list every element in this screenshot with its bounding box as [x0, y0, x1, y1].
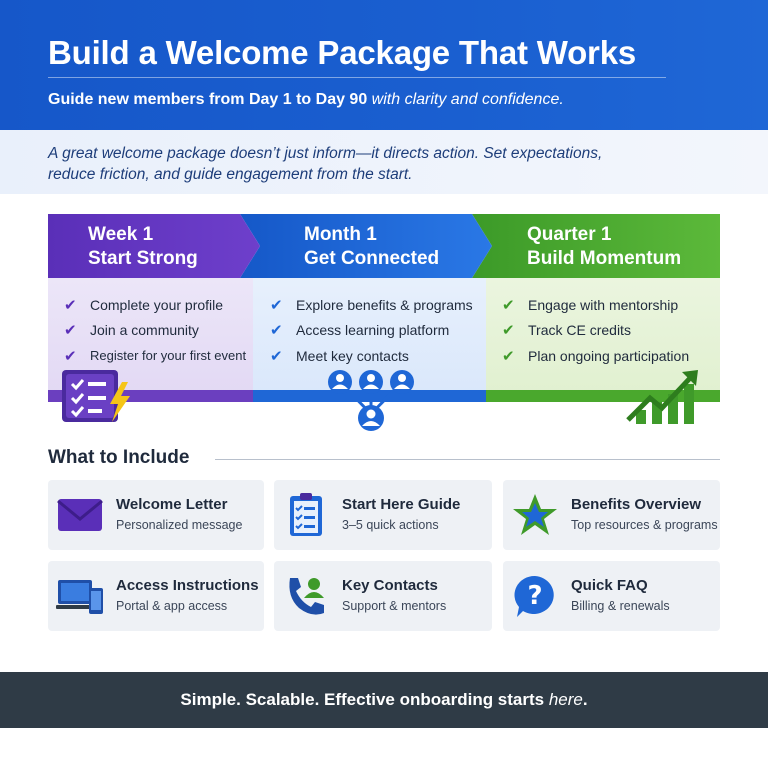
phase-title: Start Strong: [88, 248, 198, 269]
devices-icon: [56, 580, 103, 614]
check-icon: ✔: [64, 322, 77, 340]
subtitle-part-a: Guide new members from Day 1: [48, 91, 292, 108]
list-item-label: Access learning platform: [296, 322, 450, 339]
card-start-here-guide: Start Here Guide 3–5 quick actions: [274, 480, 492, 550]
network-people-icon: [328, 370, 414, 431]
check-icon: ✔: [64, 296, 77, 314]
intro-band: A great welcome package doesn’t just inf…: [0, 130, 768, 194]
card-title: Access Instructions: [116, 577, 259, 594]
check-icon: ✔: [270, 347, 283, 365]
phase-title: Get Connected: [304, 248, 440, 269]
footer-text-end: .: [582, 690, 588, 709]
checklist-week1: ✔ Complete your profile ✔ Join a community…: [64, 292, 246, 369]
phase-panel-quarter1: [486, 278, 720, 402]
section-heading: What to Include: [48, 447, 190, 468]
page-title: Build a Welcome Package That Works: [48, 34, 637, 71]
phase-bar-quarter1: [486, 390, 720, 402]
card-key-contacts: Key Contacts Support & mentors: [274, 561, 492, 631]
list-item-label: Explore benefits & programs: [296, 296, 473, 313]
list-item-label: Engage with mentorship: [528, 296, 679, 313]
footer-tagline: Simple. Scalable. Effective onboarding s…: [0, 690, 768, 710]
list-item: ✔ Complete your profile: [64, 292, 246, 318]
envelope-icon: [57, 499, 103, 531]
check-icon: ✔: [502, 296, 515, 314]
list-item: ✔ Explore benefits & programs: [270, 292, 473, 318]
phase-heading-week1: Week 1 Start Strong: [88, 223, 198, 271]
card-title: Quick FAQ: [571, 577, 648, 594]
card-title: Key Contacts: [342, 577, 438, 594]
subtitle-part-b: to Day 90: [291, 91, 368, 108]
card-title: Welcome Letter: [116, 496, 228, 513]
phase-heading-month1: Month 1 Get Connected: [304, 223, 439, 271]
phase-banner-quarter1: [472, 214, 720, 278]
card-access-instructions: Access Instructions Portal & app access: [48, 561, 264, 631]
list-item-label: Plan ongoing participation: [528, 347, 690, 364]
card-subtitle: Portal & app access: [116, 599, 228, 613]
card-subtitle: Personalized message: [116, 518, 243, 532]
star-icon: [513, 494, 557, 535]
check-icon: ✔: [502, 347, 515, 365]
card-title: Benefits Overview: [571, 496, 702, 513]
footer-banner: Simple. Scalable. Effective onboarding s…: [0, 672, 768, 728]
list-item: ✔ Register for your first event: [64, 343, 246, 369]
header-divider: [48, 77, 666, 78]
list-item: ✔ Access learning platform: [270, 318, 473, 344]
phase-label: Month 1: [304, 224, 377, 245]
phone-contact-icon: [289, 578, 324, 615]
check-icon: ✔: [502, 322, 515, 340]
check-icon: ✔: [270, 322, 283, 340]
phase-heading-quarter1: Quarter 1 Build Momentum: [527, 223, 681, 271]
card-welcome-letter: Welcome Letter Personalized message: [48, 480, 264, 550]
footer-text-emphasis: here: [548, 690, 583, 709]
card-subtitle: Top resources & programs: [571, 518, 718, 532]
card-subtitle: 3–5 quick actions: [342, 518, 439, 532]
list-item-label: Join a community: [90, 322, 199, 339]
checklist-lightning-icon: [62, 370, 130, 422]
page-subtitle: Guide new members from Day 1 to Day 90 w…: [48, 91, 564, 109]
footer-text-main: Simple. Scalable. Effective onboarding s…: [180, 690, 549, 709]
list-item-label: Meet key contacts: [296, 347, 409, 364]
clipboard-icon: [290, 493, 322, 536]
phase-label: Week 1: [88, 224, 154, 245]
subtitle-part-c: with clarity and confidence.: [367, 91, 564, 108]
list-item-label: Register for your first event: [90, 348, 247, 364]
checklist-month1: ✔ Explore benefits & programs ✔ Access lea…: [270, 292, 473, 369]
list-item: ✔ Meet key contacts: [270, 343, 473, 369]
phase-banner-week1: [48, 214, 260, 278]
list-item-label: Track CE credits: [528, 322, 631, 339]
phase-label: Quarter 1: [527, 224, 612, 245]
phase-title: Build Momentum: [527, 248, 682, 269]
list-item: ✔ Engage with mentorship: [502, 292, 689, 318]
card-subtitle: Billing & renewals: [571, 599, 670, 613]
intro-text: A great welcome package doesn’t just inf…: [48, 145, 603, 183]
card-title: Start Here Guide: [342, 496, 461, 513]
header-banner: Build a Welcome Package That Works Guide…: [0, 0, 768, 130]
card-benefits-overview: Benefits Overview Top resources & progra…: [503, 480, 720, 550]
phase-banner-month1: [240, 214, 492, 278]
check-icon: ✔: [270, 296, 283, 314]
list-item: ✔ Track CE credits: [502, 318, 689, 344]
svg-text:?: ?: [527, 581, 542, 611]
card-subtitle: Support & mentors: [342, 599, 447, 613]
list-item-label: Complete your profile: [90, 296, 224, 313]
checklist-quarter1: ✔ Engage with mentorship ✔ Track CE credit…: [502, 292, 689, 369]
section-divider: [215, 459, 720, 460]
card-quick-faq: ? Quick FAQ Billing & renewals: [503, 561, 720, 631]
growth-chart-icon: [626, 370, 698, 424]
list-item: ✔ Join a community: [64, 318, 246, 344]
question-bubble-icon: ?: [514, 575, 554, 617]
onboarding-timeline: Week 1 Start Strong Month 1 Get Connecte…: [48, 214, 720, 431]
check-icon: ✔: [64, 347, 77, 365]
list-item: ✔ Plan ongoing participation: [502, 343, 689, 369]
